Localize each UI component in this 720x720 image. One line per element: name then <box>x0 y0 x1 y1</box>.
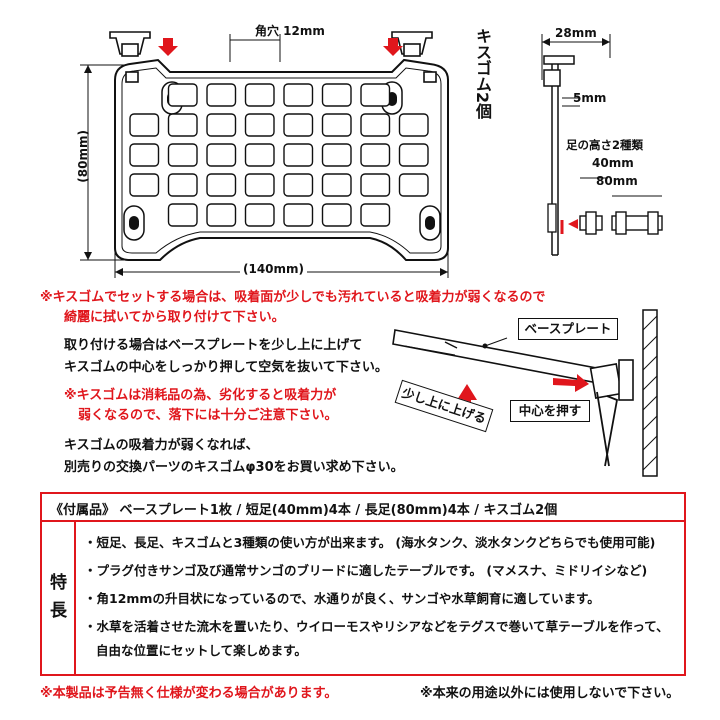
install-drawing <box>392 309 658 477</box>
grid-hole <box>167 143 198 167</box>
grid-hole <box>206 83 237 107</box>
install-line-1: 取り付ける場合はベースプレートを少し上に上げて <box>64 338 363 353</box>
grid-hole <box>321 203 352 227</box>
grid-hole <box>360 113 391 137</box>
base-plate-callout: ベースプレート <box>518 318 618 340</box>
grid-hole <box>244 83 275 107</box>
accessories-text: 《付属品》 ベースプレート1枚 / 短足(40mm)4本 / 長足(80mm)4… <box>50 503 558 518</box>
grid-hole <box>244 143 275 167</box>
warning-1-line-2: 綺麗に拭いてから取り付けて下さい。 <box>64 310 285 325</box>
feature-item: ・短足、長足、キスゴムと3種類の使い方が出来ます。 (海水タンク、淡水タンクどち… <box>84 535 656 550</box>
install-line-2: キスゴムの中心をしっかり押して空気を抜いて下さい。 <box>64 360 388 375</box>
warning-2-line-2: 弱くなるので、落下には十分ご注意下さい。 <box>78 408 338 423</box>
plate-height-label: (80mm) <box>76 130 90 183</box>
grid-hole <box>206 113 237 137</box>
features-label-char-1: 特 <box>50 573 67 593</box>
grid-hole <box>398 143 429 167</box>
legs-title: 足の高さ2種類 <box>566 138 644 152</box>
leg-short-label: 40mm <box>592 156 634 170</box>
warning-1-line-1: ※キスゴムでセットする場合は、吸着面が少しでも汚れていると吸着力が弱くなるので <box>40 290 546 305</box>
grid-hole <box>167 113 198 137</box>
grid-hole <box>244 113 275 137</box>
usage-note: ※本来の用途以外には使用しないで下さい。 <box>420 686 680 701</box>
grid-hole <box>360 83 391 107</box>
features-label: 特 長 <box>42 522 76 674</box>
plate-width-label: (140mm) <box>240 262 308 276</box>
warning-2-line-1: ※キスゴムは消耗品の為、劣化すると吸着力が <box>64 388 337 403</box>
feature-item: 自由な位置にセットして楽しめます。 <box>96 643 307 658</box>
replace-line-1: キスゴムの吸着力が弱くなれば、 <box>64 438 259 453</box>
features-label-char-2: 長 <box>50 601 67 621</box>
side-gap-dim-label: 5mm <box>573 91 607 105</box>
grid-hole <box>244 173 275 197</box>
grid-hole <box>360 143 391 167</box>
grid-hole <box>167 173 198 197</box>
push-center-callout: 中心を押す <box>510 400 590 422</box>
kisugomu-count-label: キスゴム2個 <box>473 28 492 120</box>
grid-hole <box>206 173 237 197</box>
grid-hole <box>129 113 160 137</box>
grid-hole <box>206 143 237 167</box>
grid-hole <box>283 203 314 227</box>
feature-item: ・角12mmの升目状になっているので、水通りが良く、サンゴや水草飼育に適していま… <box>84 591 600 606</box>
features-list: ・短足、長足、キスゴムと3種類の使い方が出来ます。 (海水タンク、淡水タンクどち… <box>78 522 684 674</box>
base-plate-drawing <box>80 31 449 278</box>
leg-long-label: 80mm <box>596 174 638 188</box>
grid-hole <box>283 173 314 197</box>
grid-hole <box>244 203 275 227</box>
feature-item: ・水草を活着させた流木を置いたり、ウイローモスやリシアなどをテグスで巻いて草テー… <box>84 619 669 634</box>
grid-hole <box>167 83 198 107</box>
grid-hole <box>398 173 429 197</box>
grid-hole <box>283 83 314 107</box>
replace-line-2: 別売りの交換パーツのキスゴムφ30をお買い求め下さい。 <box>64 460 404 475</box>
side-view-drawing <box>541 34 663 256</box>
grid-hole <box>283 143 314 167</box>
grid-hole <box>398 113 429 137</box>
grid-hole <box>321 143 352 167</box>
spec-box: 《付属品》 ベースプレート1枚 / 短足(40mm)4本 / 長足(80mm)4… <box>40 492 686 676</box>
grid-hole <box>321 83 352 107</box>
grid-hole <box>360 203 391 227</box>
grid-hole <box>360 173 391 197</box>
grid-hole <box>321 173 352 197</box>
side-top-dim-label: 28mm <box>555 26 597 40</box>
grid-hole <box>206 203 237 227</box>
grid-hole <box>129 173 160 197</box>
feature-item: ・プラグ付きサンゴ及び通常サンゴのブリードに適したテーブルです。 (マメスナ、ミ… <box>84 563 648 578</box>
grid-hole <box>129 143 160 167</box>
spec-change-note: ※本製品は予告無く仕様が変わる場合があります。 <box>40 686 338 701</box>
accessories-row: 《付属品》 ベースプレート1枚 / 短足(40mm)4本 / 長足(80mm)4… <box>42 494 684 522</box>
grid-hole <box>167 203 198 227</box>
grid-hole <box>283 113 314 137</box>
hole-size-label: 角穴 12mm <box>255 24 325 38</box>
grid-hole <box>321 113 352 137</box>
